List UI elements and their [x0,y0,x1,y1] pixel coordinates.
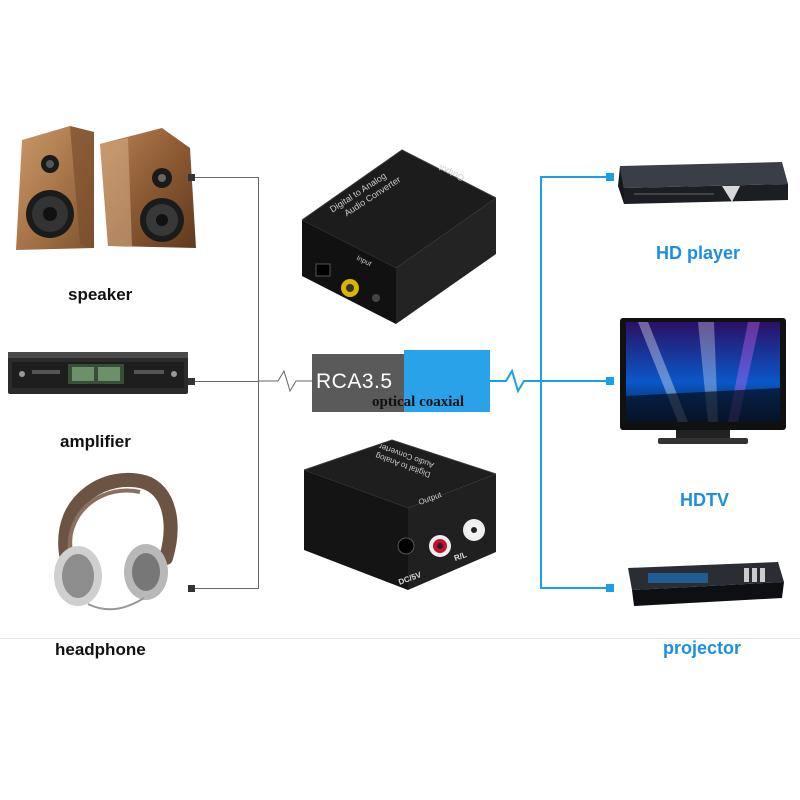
speaker-pair-icon [16,126,196,250]
badge-rca-panel [312,354,404,412]
device-label-speaker: speaker [68,285,133,304]
converter-box-bottom [303,439,497,590]
connector-node [188,585,195,592]
badge-optical-panel [404,350,490,412]
baseline-divider [0,638,800,639]
projector-icon [628,562,784,606]
badge-secondary-text: optical coaxial [372,394,465,410]
badge-primary-text: RCA3.5 [316,370,393,393]
connection-line [195,588,258,589]
device-label-headphone: headphone [55,640,146,659]
device-label-projector: projector [663,638,742,658]
signal-wave-left [258,369,314,393]
connection-line-blue [540,176,608,178]
connector-node [188,174,195,181]
hdtv-icon [620,318,786,444]
device-label-hdtv: HDTV [680,490,729,510]
headphone-icon [54,472,178,611]
converter-box-top [301,149,497,324]
connection-line [195,381,258,382]
device-label-amplifier: amplifier [60,432,131,451]
connection-trunk [258,177,259,589]
connector-node [188,378,195,385]
device-label-hd-player: HD player [656,243,741,263]
connector-node-blue [606,377,614,385]
connection-line [195,177,258,178]
connector-node-blue [606,584,614,592]
amplifier-rack-icon [8,352,188,394]
connector-node-blue [606,173,614,181]
connection-line-blue [540,587,608,589]
connection-line-blue [540,380,608,382]
signal-wave-right [490,368,542,394]
hd-player-icon [618,162,788,204]
